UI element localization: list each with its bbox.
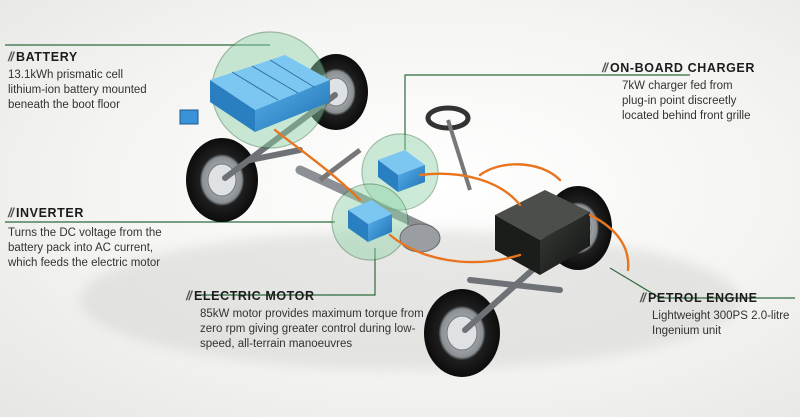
inverter-callout: // INVERTER Turns the DC voltage from th… — [8, 206, 218, 271]
rear-subframe — [222, 92, 338, 181]
exhaust-pipe — [318, 148, 362, 182]
battery-title: // BATTERY — [8, 50, 208, 64]
engine-slashes: // — [640, 291, 646, 305]
inverter-unit — [348, 200, 392, 242]
petrol-engine — [495, 190, 590, 275]
engine-title-text: PETROL ENGINE — [647, 291, 758, 305]
high-voltage-wiring — [273, 128, 630, 272]
inverter-title: // INVERTER — [8, 206, 218, 220]
charger-description: 7kW charger fed from plug-in point discr… — [622, 80, 751, 122]
battery-pack — [210, 55, 330, 132]
motor-callout: // ELECTRIC MOTOR 85kW motor provides ma… — [186, 289, 446, 352]
battery-slashes: // — [8, 50, 14, 64]
charger-slashes: // — [602, 61, 608, 75]
inverter-slashes: // — [8, 206, 14, 220]
battery-title-text: BATTERY — [15, 50, 78, 64]
battery-description: 13.1kWh prismatic cell lithium-ion batte… — [8, 69, 147, 111]
motor-title: // ELECTRIC MOTOR — [186, 289, 446, 303]
charger-leader — [404, 74, 690, 150]
charger-title-text: ON-BOARD CHARGER — [609, 61, 755, 75]
engine-description: Lightweight 300PS 2.0-litre Ingenium uni… — [652, 310, 790, 337]
engine-callout: // PETROL ENGINE Lightweight 300PS 2.0-l… — [640, 291, 795, 339]
inverter-title-text: INVERTER — [15, 206, 84, 220]
motor-leader — [195, 248, 376, 296]
engine-title: // PETROL ENGINE — [640, 291, 795, 305]
charger-callout: // ON-BOARD CHARGER 7kW charger fed from… — [602, 61, 792, 124]
motor-slashes: // — [186, 289, 192, 303]
engine-leader — [609, 267, 795, 299]
electric-motor-housing — [399, 223, 441, 253]
rear-left-wheel — [186, 138, 258, 222]
leader-lines — [5, 44, 795, 299]
battery-callout: // BATTERY 13.1kWh prismatic cell lithiu… — [8, 50, 208, 113]
motor-title-text: ELECTRIC MOTOR — [193, 289, 315, 303]
steering-column — [425, 105, 472, 191]
battery-module — [179, 109, 199, 125]
inverter-description: Turns the DC voltage from the battery pa… — [8, 227, 162, 269]
charger-unit — [378, 150, 425, 192]
charger-title: // ON-BOARD CHARGER — [602, 61, 792, 75]
front-left-wheel — [424, 289, 500, 377]
motor-description: 85kW motor provides maximum torque from … — [200, 308, 424, 350]
